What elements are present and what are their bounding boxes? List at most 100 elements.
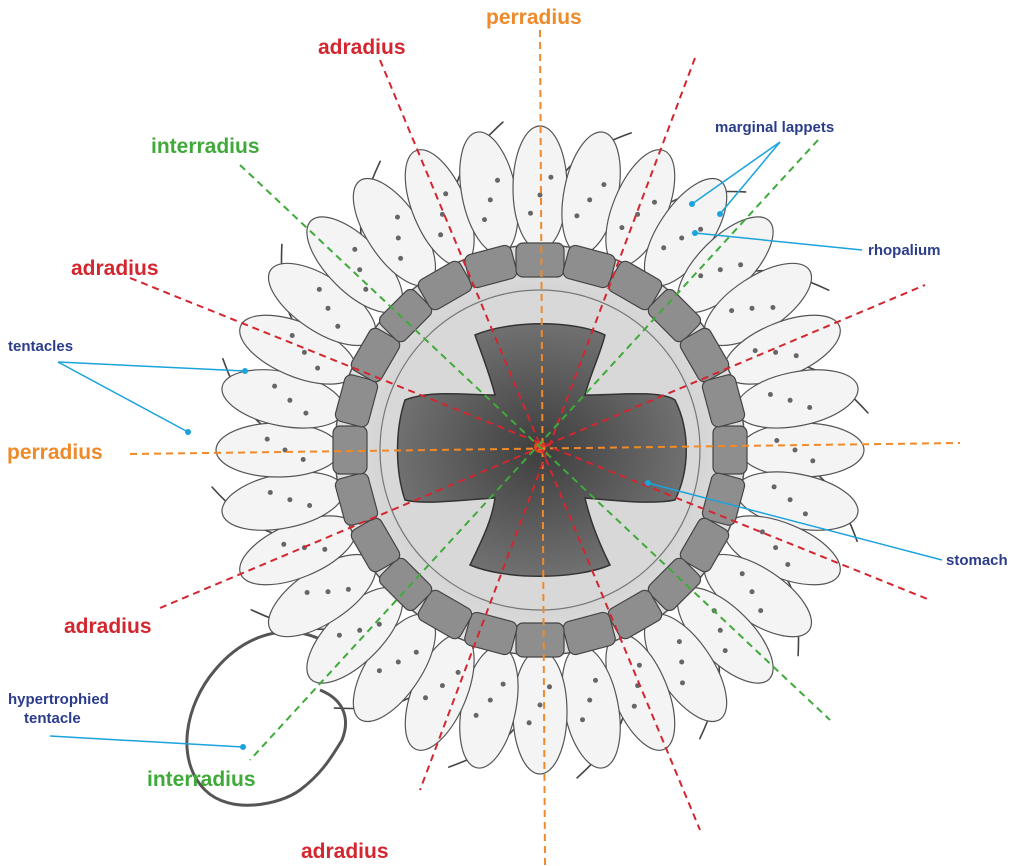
lappet-dot <box>810 458 816 464</box>
lappet-dot <box>307 503 313 508</box>
adradius-axis-1 <box>379 59 701 831</box>
lappet-dot <box>676 639 682 645</box>
lappet-dot <box>357 627 363 633</box>
lappet-dot <box>395 659 401 665</box>
lappet-dot <box>587 197 593 203</box>
lappet-dot <box>739 571 745 577</box>
lappet-dot <box>487 697 493 703</box>
lappet-dot <box>325 305 331 311</box>
lappet-dot <box>352 246 358 252</box>
label-tentacles: tentacles <box>8 338 74 355</box>
lappet-dot <box>749 305 755 311</box>
leader-tentacles-1 <box>57 361 246 372</box>
label-stomach: stomach <box>946 552 1008 569</box>
lappet-dot <box>495 177 500 183</box>
lappet-dot <box>526 720 532 726</box>
leader-marginal-lappets-1 <box>691 141 781 205</box>
lappet-dot <box>773 545 779 551</box>
lappet-dot <box>601 182 607 188</box>
coronal-segment <box>515 622 565 658</box>
coronal-segment <box>417 589 473 640</box>
label-perradius-left: perradius <box>7 441 103 464</box>
lappet-dot <box>316 286 322 292</box>
lappet-dot <box>325 589 331 595</box>
lappet-dot <box>717 267 723 273</box>
coronal-segment <box>562 611 616 656</box>
lappet-dot <box>455 669 461 675</box>
lappet-dot <box>792 447 798 453</box>
lappet-dot <box>281 541 287 547</box>
label-rhopalium: rhopalium <box>868 242 941 259</box>
lappet-dot <box>267 490 273 495</box>
coronal-segment <box>647 288 702 343</box>
lappet-dot <box>787 397 793 403</box>
leader-stomach <box>647 482 943 561</box>
coronal-segment <box>679 327 730 383</box>
lappet-dot <box>438 232 444 238</box>
perradius-axis-vertical <box>539 29 546 866</box>
lappet-dot <box>395 214 400 220</box>
lappet-dot <box>547 684 552 690</box>
coronal-segment <box>378 288 433 343</box>
lappet-dot <box>587 697 593 703</box>
lappet-dot <box>722 648 728 654</box>
lappet-dot <box>717 627 723 633</box>
lappet-dot <box>793 353 799 359</box>
leader-marginal-lappets-2 <box>719 141 781 215</box>
lappet-dot <box>680 680 685 686</box>
lappet-dot <box>413 649 419 655</box>
lappet-dot <box>537 702 543 708</box>
lappet-dot <box>272 383 278 389</box>
adradius-axis-4 <box>159 284 926 609</box>
lappet-dot <box>336 632 342 638</box>
lappet-dot <box>631 703 637 709</box>
coronal-segment <box>334 374 379 428</box>
lappet-dot <box>300 457 306 462</box>
coronal-segment <box>701 374 746 428</box>
lappet-dot <box>443 191 449 197</box>
lappet-dot <box>698 226 704 232</box>
lappet-dot <box>802 511 808 517</box>
lappet-dot <box>287 497 293 503</box>
hypertrophied-tentacle <box>185 630 347 807</box>
lappet-dot <box>303 410 309 416</box>
lappet-dot <box>661 245 667 251</box>
coronal-segment <box>647 557 702 612</box>
lappet-dot <box>787 497 793 503</box>
lappet-dot <box>738 262 744 268</box>
lappet-dot <box>774 438 780 443</box>
leader-hypertrophied-tentacle <box>49 735 244 748</box>
lappet-dot <box>487 197 493 203</box>
label-adradius-lower-left: adradius <box>64 615 152 638</box>
lappet-dot <box>395 235 401 241</box>
lappet-dot <box>636 662 642 668</box>
lappet-dot <box>729 308 735 314</box>
lappet-dot <box>652 199 657 205</box>
marginal-lappet <box>739 422 865 478</box>
perradius-axis-horizontal <box>129 442 961 455</box>
lappet-dot <box>500 681 506 687</box>
lappet-dot <box>376 621 382 627</box>
lappet-dot <box>619 225 625 231</box>
lappet-dot <box>335 323 341 329</box>
lappet-dot <box>679 659 685 665</box>
lappet-dot <box>322 546 328 552</box>
lappet-dot <box>289 333 295 338</box>
lappet-dot <box>752 348 758 354</box>
interradius-axis-1 <box>239 164 831 721</box>
lappet-dot <box>537 192 543 198</box>
lappet-dot <box>528 210 533 216</box>
label-hypertrophied-line1: hypertrophied <box>8 691 109 708</box>
label-marginal-lappets: marginal lappets <box>715 119 835 136</box>
lappet-dot <box>758 608 764 614</box>
lappet-dot <box>759 529 765 535</box>
coronal-segment <box>378 557 433 612</box>
lappet-dot <box>482 217 487 223</box>
lappet-dot <box>771 484 777 490</box>
lappet-dot <box>423 695 428 701</box>
lappet-dot <box>376 668 382 674</box>
coronal-segment <box>332 425 368 475</box>
interradius-axis-2 <box>249 139 819 761</box>
coronal-segment <box>562 244 616 289</box>
lappet-dot <box>548 174 554 180</box>
